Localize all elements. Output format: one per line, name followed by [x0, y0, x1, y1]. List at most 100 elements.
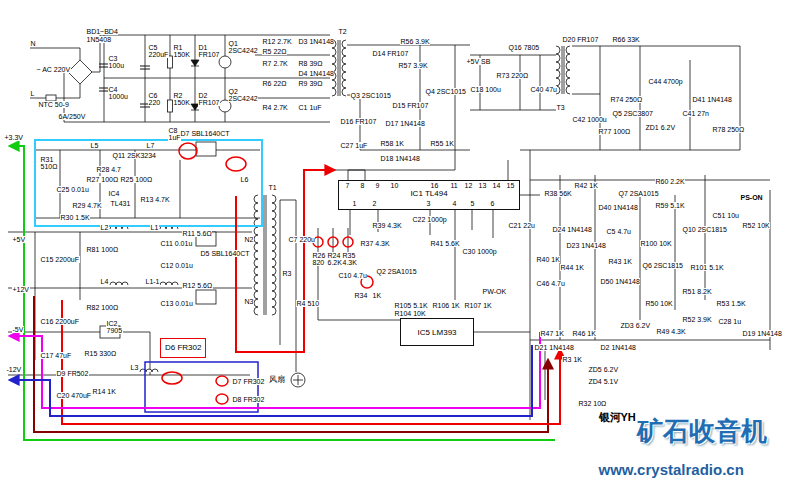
part-label: TL431 — [110, 200, 131, 207]
part-label: R44 1K — [560, 264, 584, 271]
rail-label: PW-OK — [482, 288, 507, 295]
current-flow-arrow — [236, 170, 334, 352]
part-label: R14 1K — [92, 388, 116, 395]
part-label: R3 1K — [562, 356, 582, 363]
part-label: 1N5408 — [86, 36, 112, 43]
part-label: C3 — [108, 55, 118, 62]
transistor-symbol — [219, 56, 231, 68]
part-label: R55 1K — [430, 140, 454, 147]
rail-label: -5V — [12, 326, 24, 333]
part-label: R11 5.6Ω — [182, 230, 212, 237]
part-label: R82 100Ω — [86, 304, 119, 311]
part-label: R66 33K — [612, 36, 640, 43]
part-label: R9 39Ω — [298, 80, 323, 87]
ic-chip-box: IC1 TL494 — [338, 180, 520, 210]
part-label: Q2 — [228, 88, 238, 95]
part-label: R49 4.3K — [656, 328, 686, 335]
pin-number: 7 — [345, 182, 350, 189]
part-label: D1 — [198, 44, 208, 51]
part-label: 风扇 — [268, 376, 285, 384]
part-label: L3 — [130, 364, 139, 371]
part-label: 4.3K — [342, 259, 357, 266]
part-label: R78 250Ω — [712, 126, 745, 133]
part-label: T1 — [268, 184, 277, 191]
current-flow-arrow — [10, 345, 532, 416]
pin-number: 2 — [372, 200, 377, 207]
highlight-circle — [216, 376, 228, 386]
part-label: Q16 7805 — [508, 44, 540, 51]
part-label: D23 1N4148 — [566, 242, 606, 249]
rail-label: -12V — [6, 366, 22, 373]
resistor-symbol — [168, 100, 173, 112]
part-label: R46 1K — [572, 330, 596, 337]
part-label: L4 — [100, 278, 109, 285]
part-label: C1 1uF — [298, 104, 322, 111]
highlight-circle — [162, 372, 182, 384]
node-label: IC1 TL494 — [339, 190, 519, 198]
rail-label: PS-ON — [740, 194, 763, 201]
part-label: D7 FR302 — [232, 378, 265, 385]
part-label: ZD3 6.2V — [620, 322, 651, 329]
part-label: R107 1K — [464, 302, 492, 309]
part-label: 7905 — [106, 327, 123, 334]
part-label: C16 2200uF — [40, 318, 80, 325]
part-label: IC2 — [106, 320, 118, 327]
transformer-symbol — [556, 46, 570, 94]
pin-number: 5 — [470, 200, 475, 207]
part-label: T2 — [338, 28, 347, 35]
part-label: C40 47u — [530, 86, 557, 93]
part-label: Q2 2SA1015 — [376, 268, 417, 275]
part-label: R27 100Ω — [86, 176, 119, 183]
part-label: C21 22u — [508, 222, 535, 229]
part-label: R105 5.1K — [394, 302, 428, 309]
part-label: 220 — [148, 99, 161, 106]
highlight-frame — [145, 362, 258, 412]
part-label: L2 — [100, 224, 109, 231]
part-label: D14 FR107 — [372, 50, 409, 57]
pin-number: 14 — [492, 182, 501, 189]
part-label: C30 1000p — [462, 248, 497, 255]
transformer-symbol — [332, 40, 346, 96]
part-label: ZD1 6.2V — [645, 124, 676, 131]
part-label: Q7 2SA1015 — [618, 190, 659, 197]
part-label: R31 — [40, 156, 54, 163]
part-label: ~ AC 220V — [36, 66, 71, 73]
part-label: R12 5.6Ω — [182, 282, 213, 289]
rail-label: +5V — [12, 236, 26, 243]
part-label: C5 4.7u — [606, 228, 632, 235]
part-label: IC4 — [108, 190, 120, 197]
part-label: 6A/250V — [58, 113, 86, 120]
part-label: R59 5.1K — [655, 202, 685, 209]
pin-number: 3 — [426, 200, 431, 207]
part-label: R8 39Ω — [298, 60, 323, 67]
part-label: C18 100u — [470, 86, 501, 93]
part-label: 100u — [108, 62, 125, 69]
part-label: R77 100Ω — [598, 128, 631, 135]
part-label: C27 1uF — [340, 142, 368, 149]
wires — [8, 35, 770, 420]
part-label: C12 0.01u — [160, 262, 193, 269]
part-label: R5 22Ω — [262, 48, 287, 55]
part-label: R30 1.5K — [60, 214, 90, 221]
part-label: L1-1 — [145, 278, 160, 285]
pin-number: 16 — [430, 182, 439, 189]
part-label: C4 — [108, 86, 118, 93]
part-label: 1000u — [108, 93, 128, 100]
part-label: 510Ω — [40, 163, 58, 170]
part-label: FR107 — [198, 99, 220, 106]
part-label: Q1 — [228, 40, 238, 47]
part-label: 150K — [173, 51, 190, 58]
part-label: N3 — [244, 298, 254, 305]
part-label: C22 1000p — [412, 216, 447, 223]
fan-symbol — [291, 373, 305, 387]
pin-number: 9 — [375, 182, 380, 189]
part-label: R52 10K — [742, 222, 770, 229]
part-label: R101 5.1K — [690, 264, 724, 271]
part-label: D41 1N4148 — [692, 96, 732, 103]
part-label: R52 3.9K — [682, 316, 712, 323]
pin-number: 12 — [464, 182, 473, 189]
part-label: R12 2.7K — [262, 38, 292, 45]
highlight-circle — [216, 394, 228, 404]
pin-number: 8 — [360, 182, 365, 189]
